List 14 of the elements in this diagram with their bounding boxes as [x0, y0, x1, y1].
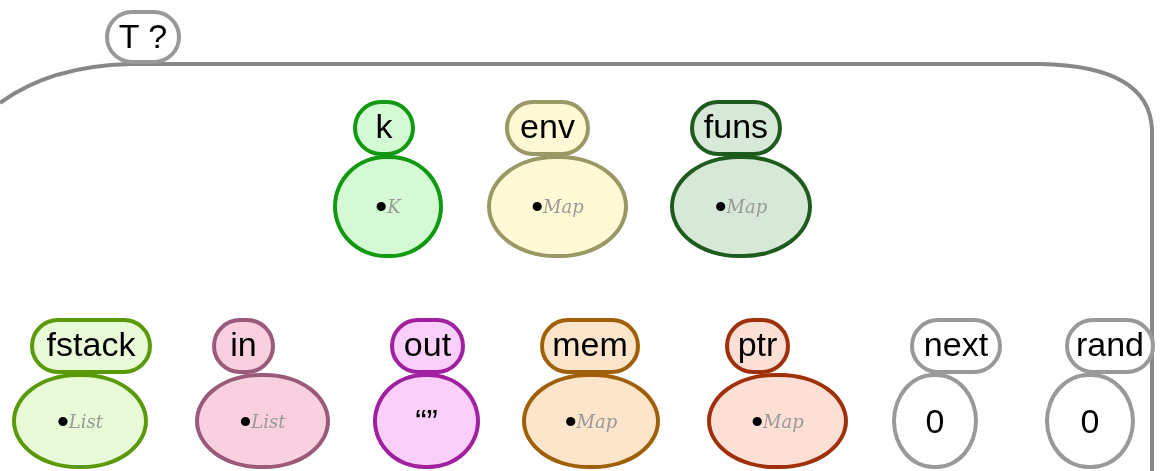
- cell-name-tab: in: [212, 318, 275, 374]
- cell-name-tab: mem: [540, 318, 640, 374]
- cell-name-tab: k: [353, 100, 415, 156]
- cell-name-tab: rand: [1065, 318, 1155, 374]
- cell-name-tab: funs: [690, 100, 782, 156]
- cell-body: 0: [1045, 373, 1135, 469]
- cell-name-tab: env: [505, 100, 590, 156]
- cell-name-tab: out: [390, 318, 465, 374]
- cell-name-tab: fstack: [30, 318, 152, 374]
- cell-name-tab: T ?: [105, 10, 181, 64]
- cell-name-tab: ptr: [725, 318, 790, 374]
- cell-name-tab: next: [910, 318, 1002, 374]
- cell-body: 0: [892, 373, 978, 469]
- cell-body: “”: [373, 373, 480, 469]
